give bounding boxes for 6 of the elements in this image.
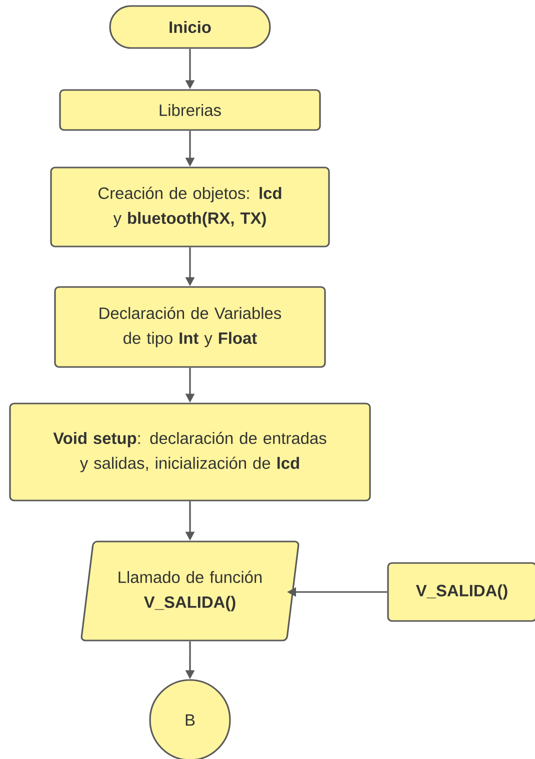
process-box: V_SALIDA() — [387, 562, 535, 622]
process-box: Void setup: declaración de entradas y salidas, inicialización de lcd — [9, 402, 371, 502]
process-box: Librerias — [59, 89, 321, 131]
process-box: Declaración de Variables de tipo Int y Float — [54, 286, 326, 368]
io-parallelogram: Llamado de función V_SALIDA() — [80, 540, 300, 642]
process-box: Creación de objetos: lcd y bluetooth(RX, TX) — [50, 166, 330, 248]
